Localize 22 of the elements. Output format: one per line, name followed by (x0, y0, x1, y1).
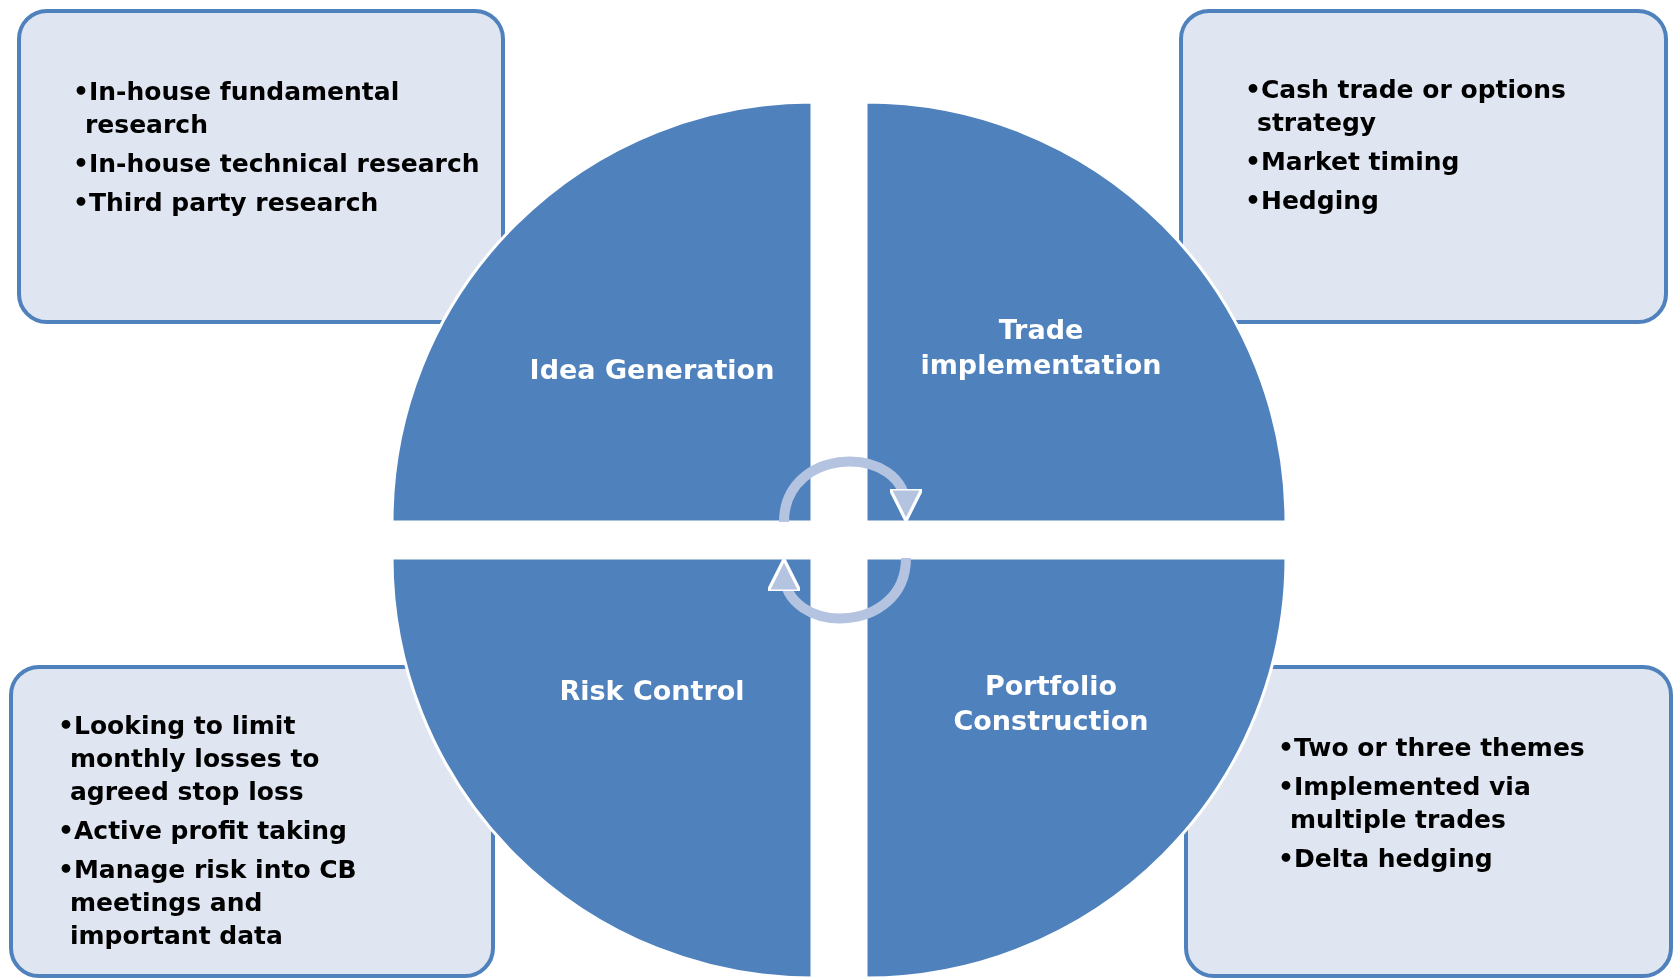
bullet-item: •Manage risk into CB meetings and important data (58, 854, 358, 952)
bullet-item: •In-house technical research (73, 148, 481, 180)
bullet-item: •Cash trade or options strategy (1245, 74, 1567, 139)
bullet-item: •Implemented via multiple trades (1278, 771, 1532, 836)
quadrant-label: Trade implementation (919, 313, 1163, 382)
bullet-item: •In-house fundamental research (73, 76, 401, 141)
quadrant-label: Idea Generation (528, 353, 776, 387)
bullet-item: •Looking to limit monthly losses to agreed stop loss (58, 710, 321, 808)
quadrant-label: Portfolio Construction (952, 669, 1150, 738)
cycle-arrow (769, 557, 911, 624)
bullet-item: •Market timing (1245, 146, 1461, 178)
bullet-item: •Active profit taking (58, 815, 348, 847)
bullet-item: •Two or three themes (1278, 732, 1586, 764)
bullet-item: •Hedging (1245, 185, 1380, 217)
callout-box (1184, 665, 1673, 978)
callout-box (9, 665, 495, 978)
bullet-item: •Delta hedging (1278, 843, 1494, 875)
callout-box (17, 9, 505, 324)
quadrant-label: Risk Control (558, 674, 746, 708)
cycle-arrow (779, 456, 921, 523)
callout-box (1179, 9, 1668, 324)
bullet-item: •Third party research (73, 187, 380, 219)
